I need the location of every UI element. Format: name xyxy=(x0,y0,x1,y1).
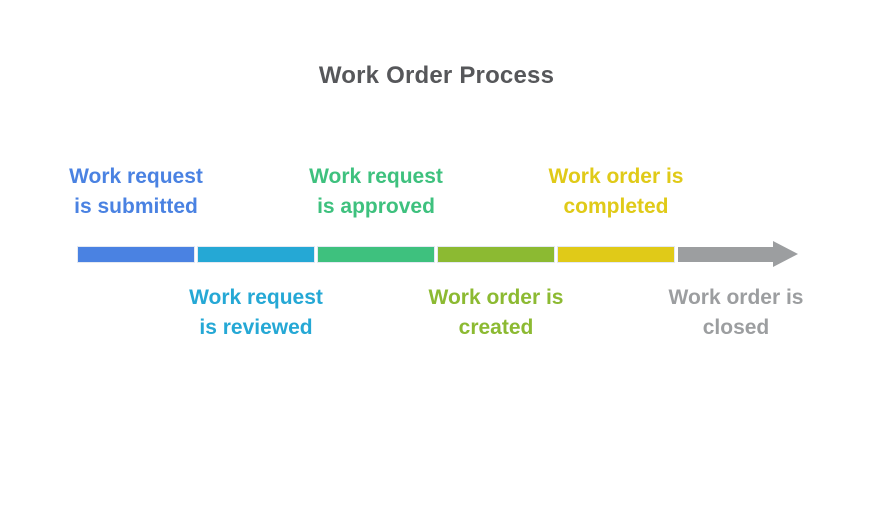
timeline-segment-created xyxy=(438,247,554,262)
step-label-request-approved: Work request is approved xyxy=(309,165,443,218)
timeline-segment-submitted xyxy=(78,247,194,262)
timeline-arrow-body xyxy=(678,247,773,262)
arrow-right-icon xyxy=(773,241,798,267)
step-label-request-reviewed: Work request is reviewed xyxy=(189,286,323,339)
timeline-segment-completed xyxy=(558,247,674,262)
timeline-segment-approved xyxy=(318,247,434,262)
page-title: Work Order Process xyxy=(318,62,555,89)
step-label-request-submitted: Work request is submitted xyxy=(69,165,203,218)
step-label-order-completed: Work order is completed xyxy=(548,165,684,218)
timeline-segment-reviewed xyxy=(198,247,314,262)
step-label-order-created: Work order is created xyxy=(428,286,564,339)
step-label-order-closed: Work order is closed xyxy=(668,286,804,339)
